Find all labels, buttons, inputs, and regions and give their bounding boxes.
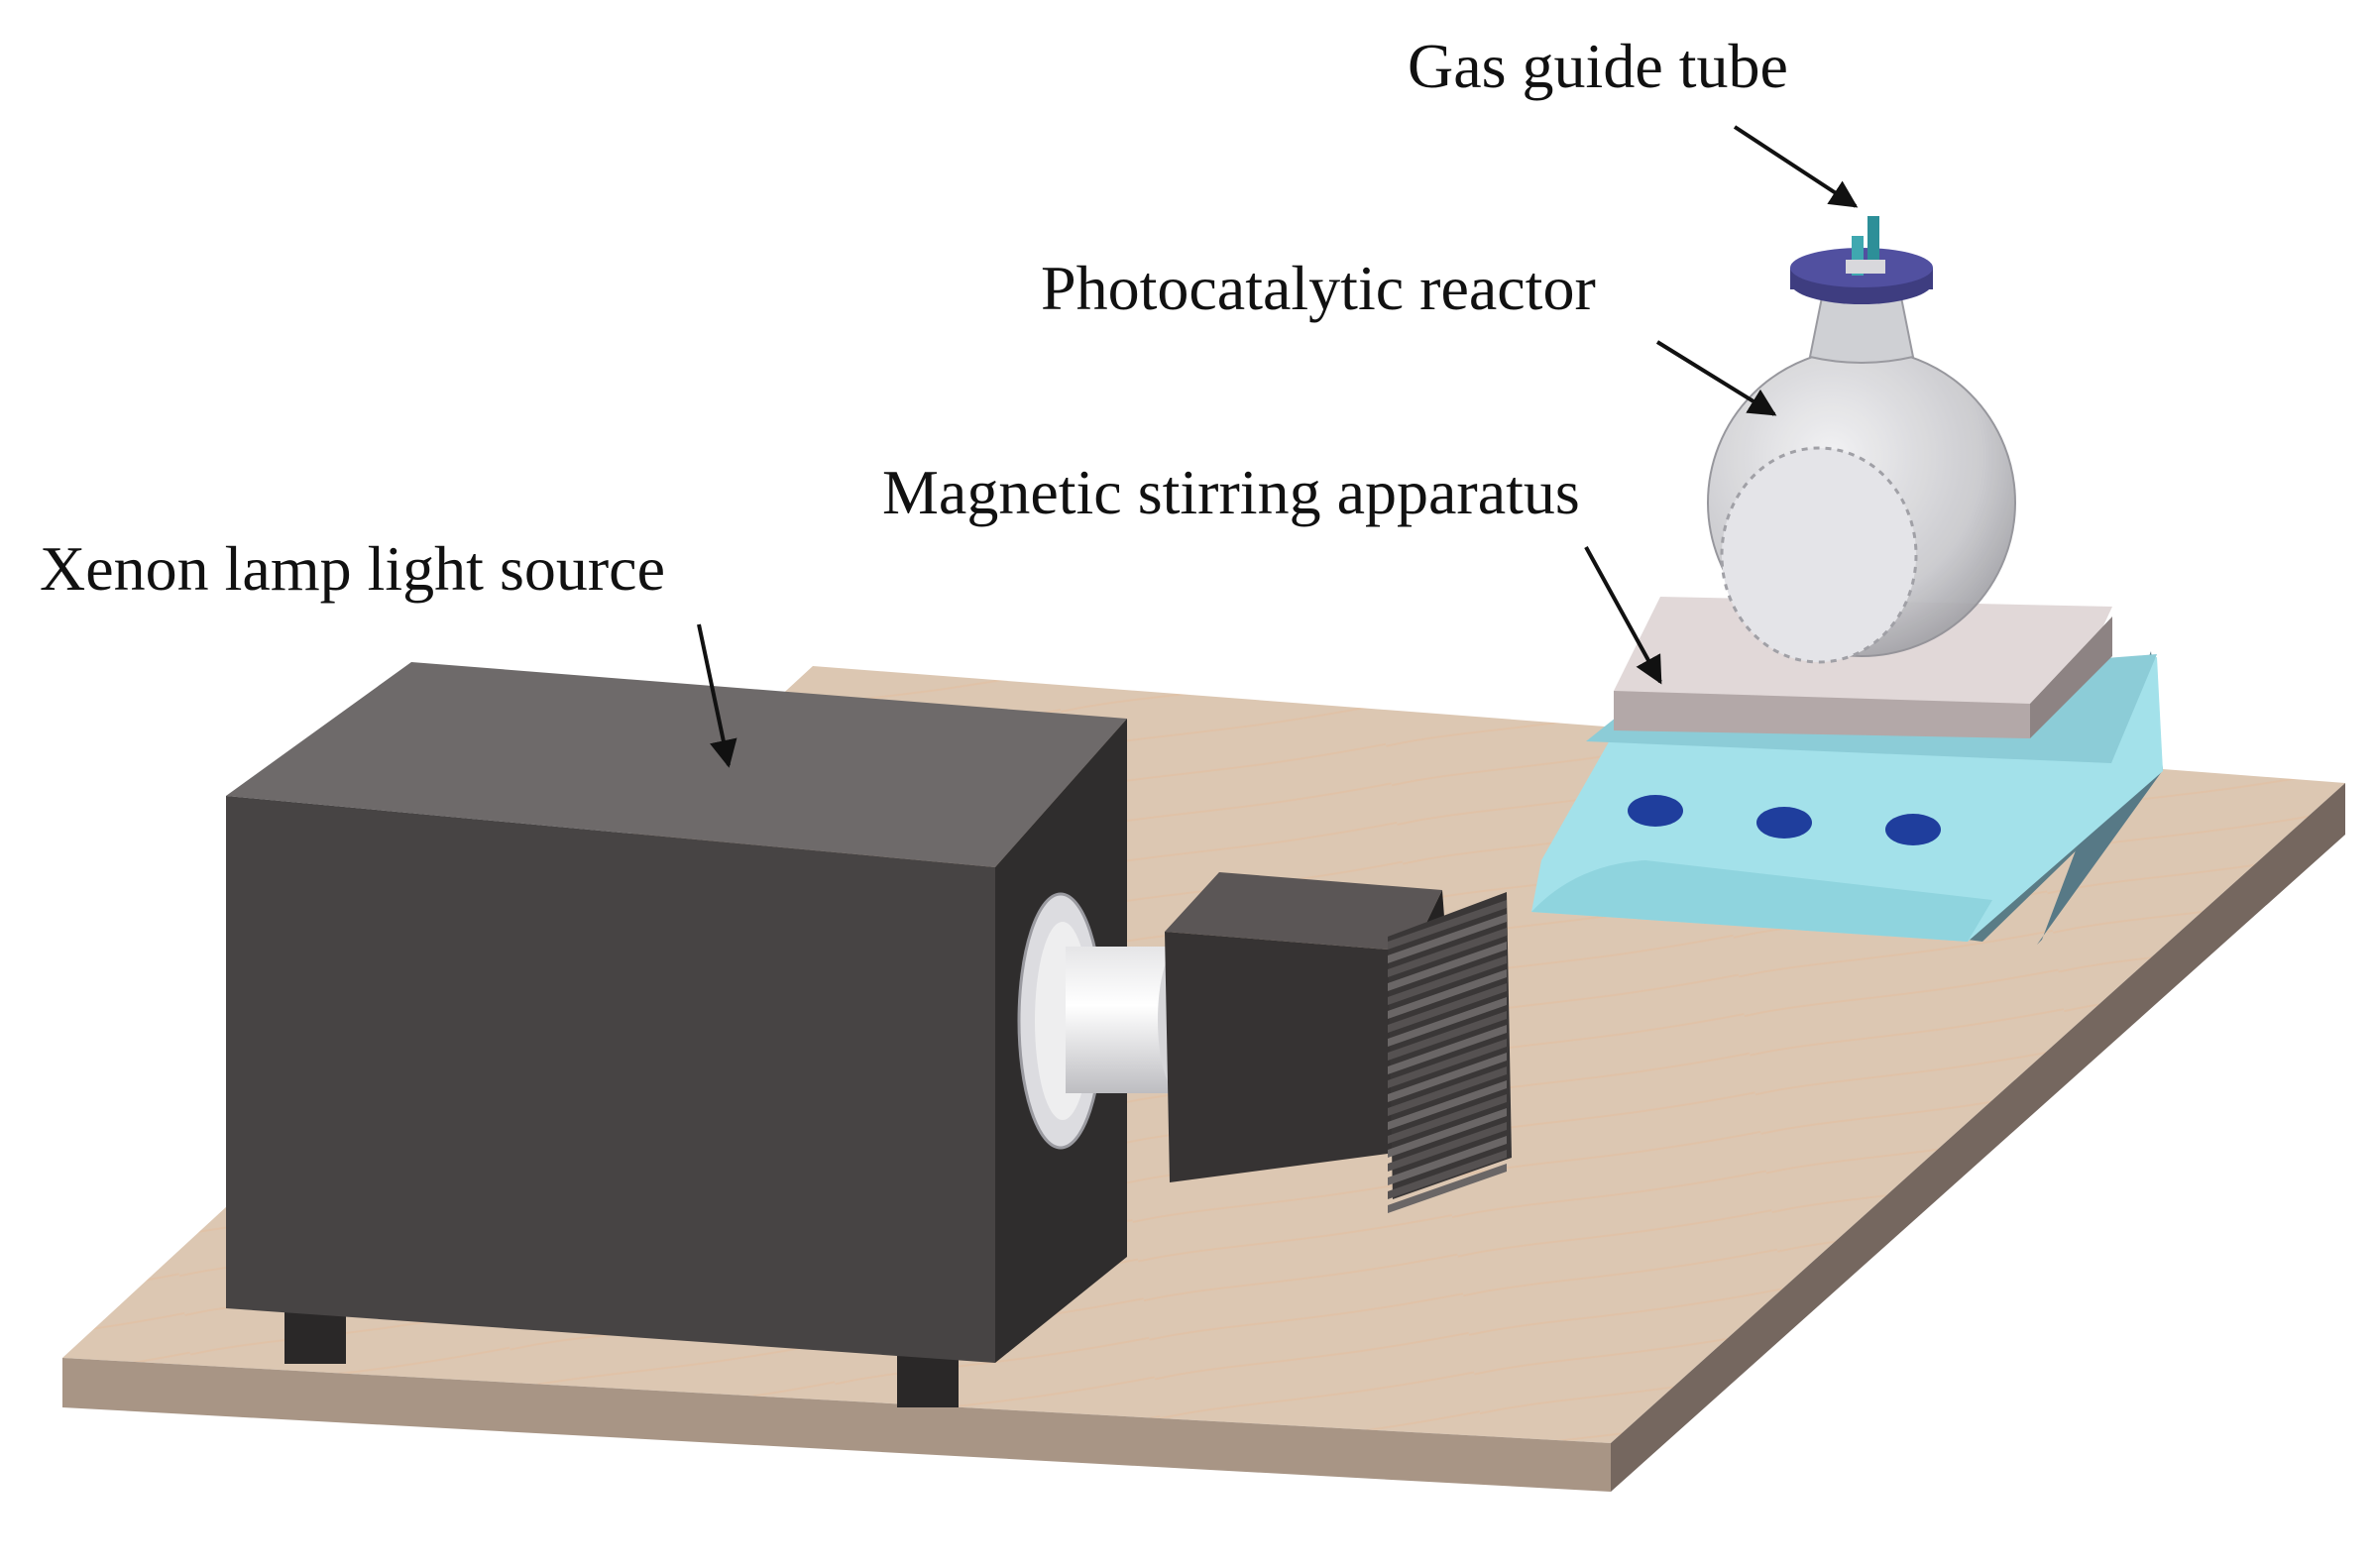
- fin: [1388, 955, 1507, 1005]
- gas-guide-tube-fitting: [1846, 260, 1885, 274]
- filter-housing-front: [1165, 932, 1417, 1182]
- fin: [1388, 1150, 1507, 1199]
- fin: [1388, 1080, 1507, 1130]
- fin: [1388, 914, 1507, 963]
- stirrer-plate-side: [2030, 616, 2112, 738]
- lamp-top-face: [226, 662, 1127, 867]
- xenon-lamp: [226, 662, 1512, 1407]
- fin: [1388, 1136, 1507, 1185]
- fin: [1388, 1122, 1507, 1172]
- reactor-arrow: [1655, 340, 1777, 416]
- fin: [1388, 1164, 1507, 1213]
- fin: [1388, 1094, 1507, 1144]
- board-front-edge: [62, 1358, 1611, 1492]
- fin: [1388, 1039, 1507, 1088]
- board-side-edge: [1611, 783, 2345, 1492]
- stirrer-knob: [1628, 795, 1683, 827]
- lamp-arrow: [697, 623, 737, 768]
- fin: [1388, 942, 1507, 991]
- fin: [1388, 1053, 1507, 1102]
- fin: [1388, 1025, 1507, 1074]
- reactor-window: [1720, 446, 1918, 664]
- reactor-neck: [1808, 296, 1915, 364]
- gas-tube-arrow: [1733, 125, 1859, 208]
- stirrer-plate-front: [1614, 691, 2030, 738]
- fin: [1388, 1108, 1507, 1158]
- fin: [1388, 997, 1507, 1047]
- heat-sink-fins: [1388, 892, 1512, 1213]
- label-gas-guide-tube: Gas guide tube: [1408, 31, 1788, 101]
- stirrer-front-curve: [1531, 860, 1992, 942]
- photocatalytic-reactor: [1707, 216, 2016, 664]
- fin: [1388, 969, 1507, 1019]
- stirrer-knob: [1756, 807, 1812, 839]
- fin: [1388, 1066, 1507, 1116]
- label-xenon-lamp: Xenon lamp light source: [40, 533, 665, 604]
- fin: [1388, 900, 1507, 950]
- fin: [1388, 928, 1507, 977]
- fin: [1388, 983, 1507, 1033]
- lamp-front-face: [226, 796, 995, 1363]
- fin: [1388, 1011, 1507, 1061]
- filter-housing-top: [1165, 872, 1442, 952]
- label-photocatalytic-reactor: Photocatalytic reactor: [1041, 253, 1596, 323]
- stirrer-arrow: [1584, 546, 1662, 685]
- stirrer-knob: [1885, 814, 1941, 845]
- label-magnetic-stirring-apparatus: Magnetic stirring apparatus: [882, 457, 1580, 527]
- gas-guide-tube: [1867, 216, 1879, 272]
- leader-arrows: [697, 125, 1859, 768]
